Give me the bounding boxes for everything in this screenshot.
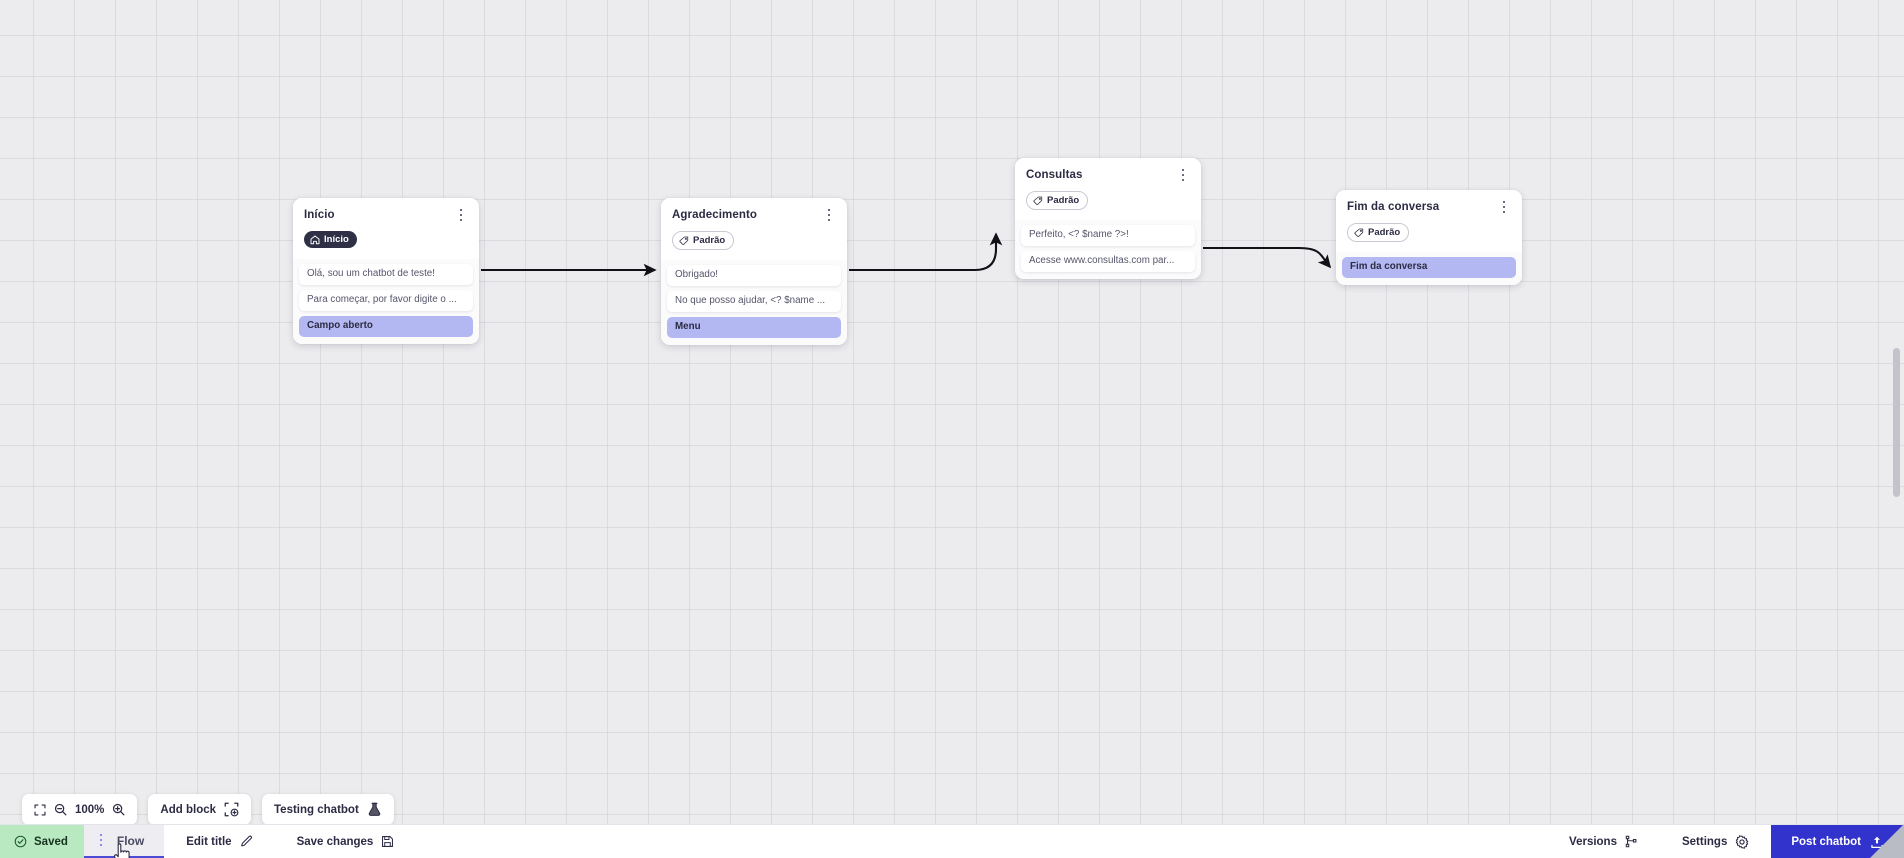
edge-consultas-fim [1203,226,1321,268]
node-badge-label: Início [324,233,349,245]
node-badge-label: Padrão [1368,226,1401,238]
node-badge-inicio: Início [304,231,357,248]
flow-node-inicio[interactable]: Início Início Olá, sou um chatbot de tes… [293,198,479,344]
node-row-message[interactable]: Para começar, por favor digite o ... [299,289,473,311]
edge-consultas-fim-final [1203,229,1334,258]
save-changes-button[interactable]: Save changes [275,825,417,858]
node-badge-padrao: Padrão [1347,223,1410,242]
edit-title-label: Edit title [186,835,232,848]
edge-3 [1203,234,1332,260]
post-chatbot-label: Post chatbot [1791,835,1861,848]
pencil-icon [240,835,253,848]
settings-label: Settings [1681,835,1728,848]
zoom-controls: 100% [22,794,138,825]
node-body: Olá, sou um chatbot de teste! Para começ… [293,258,479,344]
save-disk-icon [381,835,394,848]
gear-icon [1735,834,1749,849]
bottom-bar-spacer [416,825,1547,858]
fit-screen-icon[interactable] [34,803,46,816]
canvas-toolbar: 100% Add block Testing chatbot [22,794,394,825]
node-body: Perfeito, <? $name ?>! Acesse www.consul… [1015,219,1201,279]
node-badge-padrao: Padrão [672,231,735,250]
node-title: Início [304,209,335,221]
flask-icon [367,802,382,817]
saved-status: Saved [0,825,84,858]
flow-node-agradecimento[interactable]: Agradecimento Padrão Obrigado! No que po… [661,198,847,345]
flow-connectors [481,222,1336,277]
node-row-action[interactable]: Menu [667,316,841,338]
node-header: Consultas Padrão [1015,158,1201,220]
node-badge-label: Padrão [1047,194,1080,206]
check-circle-icon [14,835,27,848]
edge-agradecimento-consultas [849,232,1003,272]
edge-consultas-fim-path [1203,231,1324,259]
node-body: Obrigado! No que posso ajudar, <? $name … [661,259,847,345]
tag-icon [1033,196,1043,205]
node-menu-button[interactable] [1176,167,1190,183]
add-block-label: Add block [160,803,217,816]
node-menu-button[interactable] [454,207,468,223]
flow-tab-label: Flow [116,833,145,848]
zoom-out-icon[interactable] [54,803,67,816]
versions-label: Versions [1569,835,1617,848]
vertical-scrollbar[interactable] [1893,348,1900,497]
tag-icon [679,236,689,245]
home-icon [310,235,320,244]
bottom-bar: Saved Flow Edit title Save changes [0,824,1904,858]
node-header: Agradecimento Padrão [661,198,847,260]
node-title: Agradecimento [672,209,758,221]
flow-canvas[interactable]: Início Início Olá, sou um chatbot de tes… [0,0,1904,830]
edge-consultas-fim-real [1203,231,1333,262]
tag-icon [1354,228,1364,237]
node-row-message[interactable]: Perfeito, <? $name ?>! [1021,224,1195,246]
edge-consultas-fim-visible [1203,225,1322,266]
upload-icon [1870,835,1884,849]
node-row-message[interactable]: Acesse www.consultas.com par... [1021,250,1195,272]
node-body: Fim da conversa [1336,251,1522,285]
node-row-message[interactable]: No que posso ajudar, <? $name ... [667,290,841,312]
add-block-icon [224,802,239,817]
post-chatbot-wrap: Post chatbot [1771,825,1904,858]
node-row-message[interactable]: Obrigado! [667,264,841,286]
link-consultas-fim [1203,246,1332,269]
node-title: Consultas [1026,169,1083,181]
edge-consultas-fim-draw [1203,230,1336,256]
tab-flow[interactable]: Flow [83,825,165,858]
node-row-message[interactable]: Olá, sou um chatbot de teste! [299,263,473,285]
branch-icon [1625,835,1638,848]
edge-consultas-fim-line [1203,222,1322,268]
flow-tab-menu-icon[interactable] [94,832,108,848]
add-block-button[interactable]: Add block [148,794,252,825]
testing-chatbot-label: Testing chatbot [274,803,359,816]
node-menu-button[interactable] [822,207,836,223]
edge-consultas-to-fim [1203,232,1332,260]
versions-button[interactable]: Versions [1547,825,1660,858]
settings-button[interactable]: Settings [1660,825,1771,858]
node-badge-label: Padrão [693,234,726,246]
node-header: Fim da conversa Padrão [1336,190,1522,252]
edit-title-button[interactable]: Edit title [164,825,274,858]
flow-node-fim-da-conversa[interactable]: Fim da conversa Padrão Fim da conversa [1336,190,1522,285]
node-badge-padrao: Padrão [1026,191,1089,210]
post-chatbot-button[interactable]: Post chatbot [1771,825,1904,858]
flow-node-consultas[interactable]: Consultas Padrão Perfeito, <? $name ?>! … [1015,158,1201,279]
node-row-action[interactable]: Fim da conversa [1342,256,1516,278]
node-menu-button[interactable] [1497,199,1511,215]
zoom-level-label: 100% [75,803,105,816]
connector-consultas-fim [1203,231,1330,266]
node-title: Fim da conversa [1347,201,1440,213]
testing-chatbot-button[interactable]: Testing chatbot [262,794,394,825]
node-header: Início Início [293,198,479,259]
save-changes-label: Save changes [296,835,374,848]
node-row-action[interactable]: Campo aberto [299,315,473,337]
zoom-in-icon[interactable] [112,803,125,816]
saved-label: Saved [34,835,68,848]
